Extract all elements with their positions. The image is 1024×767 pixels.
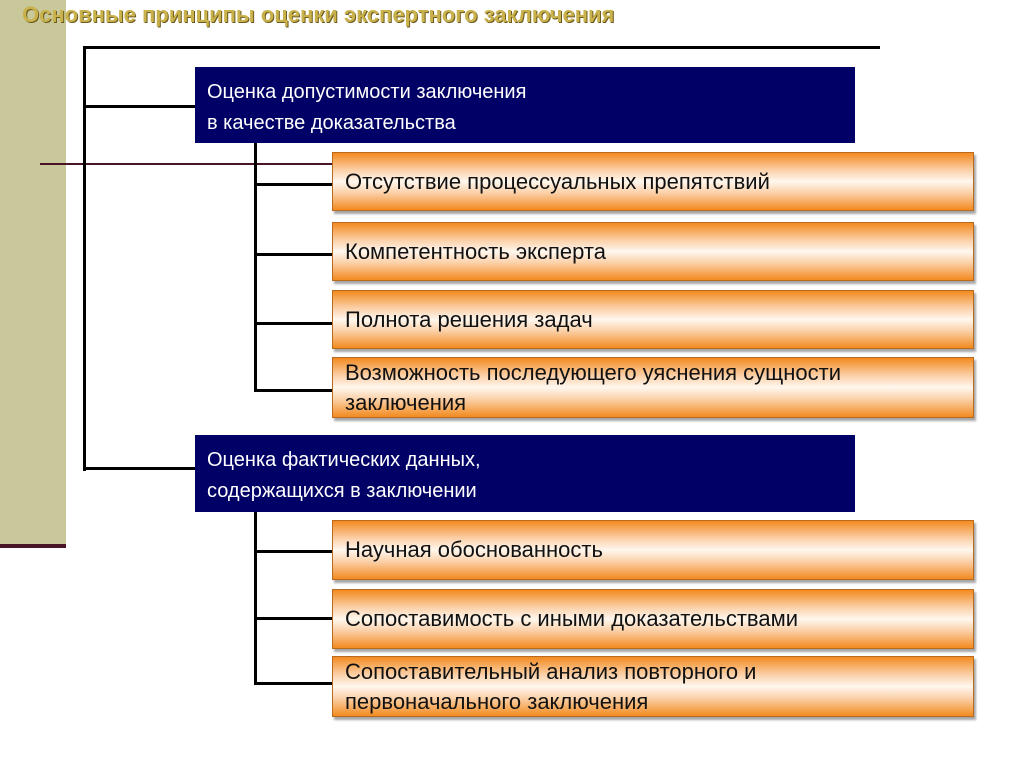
group-1-branch-line (254, 253, 333, 256)
top-rule-line (83, 46, 880, 49)
criterion-box: Научная обоснованность (332, 520, 974, 580)
criterion-text: Сопоставимость с иными доказательствами (345, 606, 799, 631)
group-1-heading-line-2: в качестве доказательства (207, 112, 456, 134)
criterion-text: первоначального заключения (345, 688, 649, 714)
criterion-box: Возможность последующего уяснения сущнос… (332, 357, 974, 418)
group-2-heading: Оценка фактических данных, содержащихся … (195, 435, 855, 512)
group-2-branch-line (254, 617, 333, 620)
group-2-branch-line (254, 682, 333, 685)
group-1-branch-line (254, 389, 333, 392)
criterion-box: Сопоставительный анализ повторного и пер… (332, 656, 974, 717)
slide-title: Основные принципы оценки экспертного зак… (22, 2, 615, 27)
group-1-trunk-line (254, 142, 257, 392)
criterion-text: Полнота решения задач (345, 306, 593, 332)
branch-line-group-1 (83, 105, 196, 108)
side-decor-rule (0, 544, 66, 548)
branch-line-group-2 (83, 467, 196, 470)
criterion-box: Полнота решения задач (332, 290, 974, 349)
group-1-heading-line-1: Оценка допустимости заключения (207, 81, 527, 103)
decor-thin-rule (40, 163, 340, 165)
criterion-box: Отсутствие процессуальных препятствий (332, 152, 974, 211)
main-trunk-line (83, 46, 86, 471)
criterion-text: Сопоставительный анализ повторного и (345, 658, 757, 684)
criterion-text: Возможность последующего уяснения сущнос… (345, 359, 842, 385)
criterion-text: Научная обоснованность (345, 537, 603, 562)
group-1-branch-line (254, 322, 333, 325)
criterion-text: заключения (345, 389, 467, 415)
group-2-heading-line-2: содержащихся в заключении (207, 480, 477, 502)
criterion-text: Компетентность эксперта (345, 238, 606, 264)
side-decor-bar (0, 0, 66, 545)
criterion-box: Компетентность эксперта (332, 222, 974, 281)
group-1-branch-line (254, 183, 333, 186)
criterion-text: Отсутствие процессуальных препятствий (345, 168, 770, 194)
group-2-branch-line (254, 550, 333, 553)
group-2-trunk-line (254, 511, 257, 685)
group-1-heading: Оценка допустимости заключения в качеств… (195, 67, 855, 143)
criterion-box: Сопоставимость с иными доказательствами (332, 589, 974, 649)
group-2-heading-line-1: Оценка фактических данных, (207, 449, 481, 471)
